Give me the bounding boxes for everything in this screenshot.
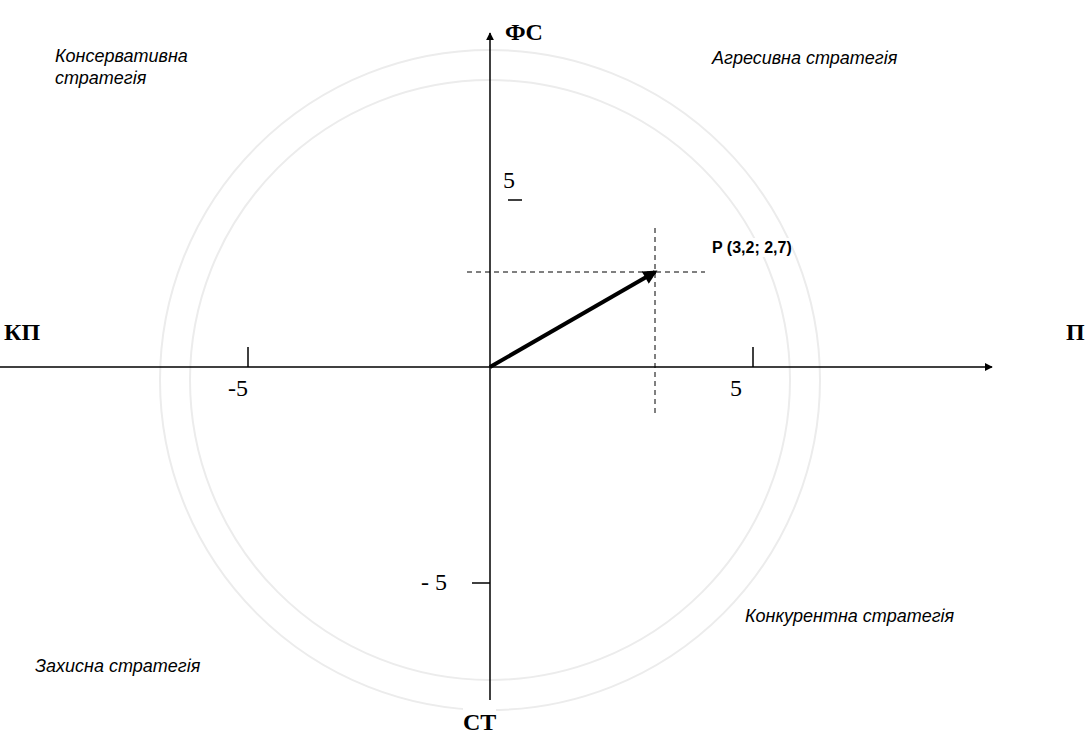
quadrant-label: Захисна стратегія [35,656,200,678]
axis-label: П [1066,318,1085,347]
tick-value: -5 [228,374,248,403]
tick-value: - 5 [421,568,447,597]
tick-value: 5 [730,374,742,403]
quadrant-label: Консервативна стратегія [55,46,215,89]
quadrant-label: Конкурентна стратегія [745,606,954,628]
direction-vector [490,272,655,367]
quadrant-label: Агресивна стратегія [712,48,897,70]
axis-label: КП [4,318,40,347]
axis-ticks [248,200,753,583]
x-axis [0,366,992,368]
axis-label: СТ [463,708,496,737]
tick-value: 5 [503,166,515,195]
point-label: P (3,2; 2,7) [712,238,792,257]
axis-label: ФС [505,18,543,47]
projection-lines [467,228,705,415]
